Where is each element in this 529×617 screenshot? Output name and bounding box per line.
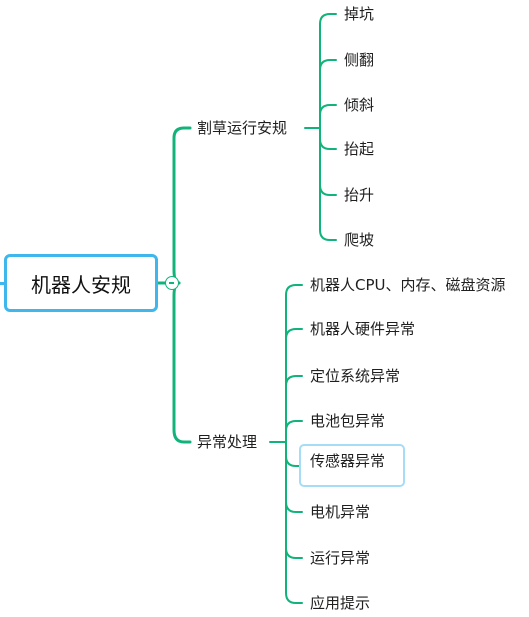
leaf-node-1-6[interactable]: 爬坡 [344, 231, 374, 249]
leaf-label: 抬升 [344, 186, 375, 204]
leaf-label: 传感器异常 [310, 452, 386, 470]
connector-leaf-1-1 [319, 13, 337, 129]
connector-leaf-2-8 [285, 441, 303, 604]
leaf-node-1-5[interactable]: 抬升 [344, 186, 374, 204]
leaf-node-1-3[interactable]: 倾斜 [344, 96, 374, 114]
connector-leaf-2-3 [285, 375, 303, 387]
connector-leaf-2-2 [285, 328, 303, 340]
leaf-node-1-2[interactable]: 侧翻 [344, 51, 374, 69]
leaf-label: 运行异常 [310, 549, 371, 567]
connector-branch-2 [172, 281, 192, 444]
branch-node-1[interactable]: 割草运行安规 [197, 119, 287, 137]
connector-branch-1 [172, 126, 192, 285]
leaf-node-2-4[interactable]: 电池包异常 [310, 412, 385, 430]
leaf-node-2-2[interactable]: 机器人硬件异常 [310, 320, 415, 338]
root-node-label: 机器人安规 [31, 272, 131, 297]
leaf-label: 倾斜 [344, 96, 375, 114]
leaf-node-1-4[interactable]: 抬起 [344, 140, 374, 158]
leaf-node-2-1[interactable]: 机器人CPU、内存、磁盘资源 [310, 276, 506, 294]
root-left-stub [0, 282, 6, 285]
leaf-node-1-1[interactable]: 掉坑 [344, 5, 374, 23]
collapse-icon[interactable] [165, 276, 179, 290]
leaf-node-2-8[interactable]: 应用提示 [310, 594, 370, 612]
connector-leaf-2-5 [285, 441, 301, 467]
leaf-label: 定位系统异常 [310, 367, 401, 385]
leaf-node-2-7[interactable]: 运行异常 [310, 549, 370, 567]
leaf-label: 掉坑 [344, 5, 375, 23]
leaf-node-2-3[interactable]: 定位系统异常 [310, 367, 400, 385]
leaf-label: 机器人硬件异常 [310, 320, 416, 338]
branch-node-1-label: 割草运行安规 [197, 119, 288, 137]
connector-leaf-1-5 [319, 127, 337, 196]
branch-node-2[interactable]: 异常处理 [197, 433, 257, 451]
connector-leaf-2-4 [285, 420, 303, 432]
connector-leaf-1-4 [319, 127, 337, 150]
leaf-node-2-5-selected[interactable]: 传感器异常 [299, 444, 405, 487]
leaf-label: 爬坡 [344, 231, 375, 249]
leaf-node-2-6[interactable]: 电机异常 [310, 503, 370, 521]
leaf-label: 电机异常 [310, 503, 371, 521]
connector-leaf-1-2 [319, 59, 337, 71]
connector-leaf-1-6 [319, 127, 337, 241]
leaf-label: 机器人CPU、内存、磁盘资源 [310, 276, 506, 294]
connector-leaf-1-3 [319, 104, 337, 116]
branch-node-2-label: 异常处理 [197, 433, 258, 451]
root-node[interactable]: 机器人安规 [4, 254, 158, 312]
leaf-label: 抬起 [344, 140, 375, 158]
leaf-label: 应用提示 [310, 594, 371, 612]
leaf-label: 侧翻 [344, 51, 375, 69]
connector-leaf-2-1 [285, 284, 303, 443]
leaf-label: 电池包异常 [310, 412, 386, 430]
